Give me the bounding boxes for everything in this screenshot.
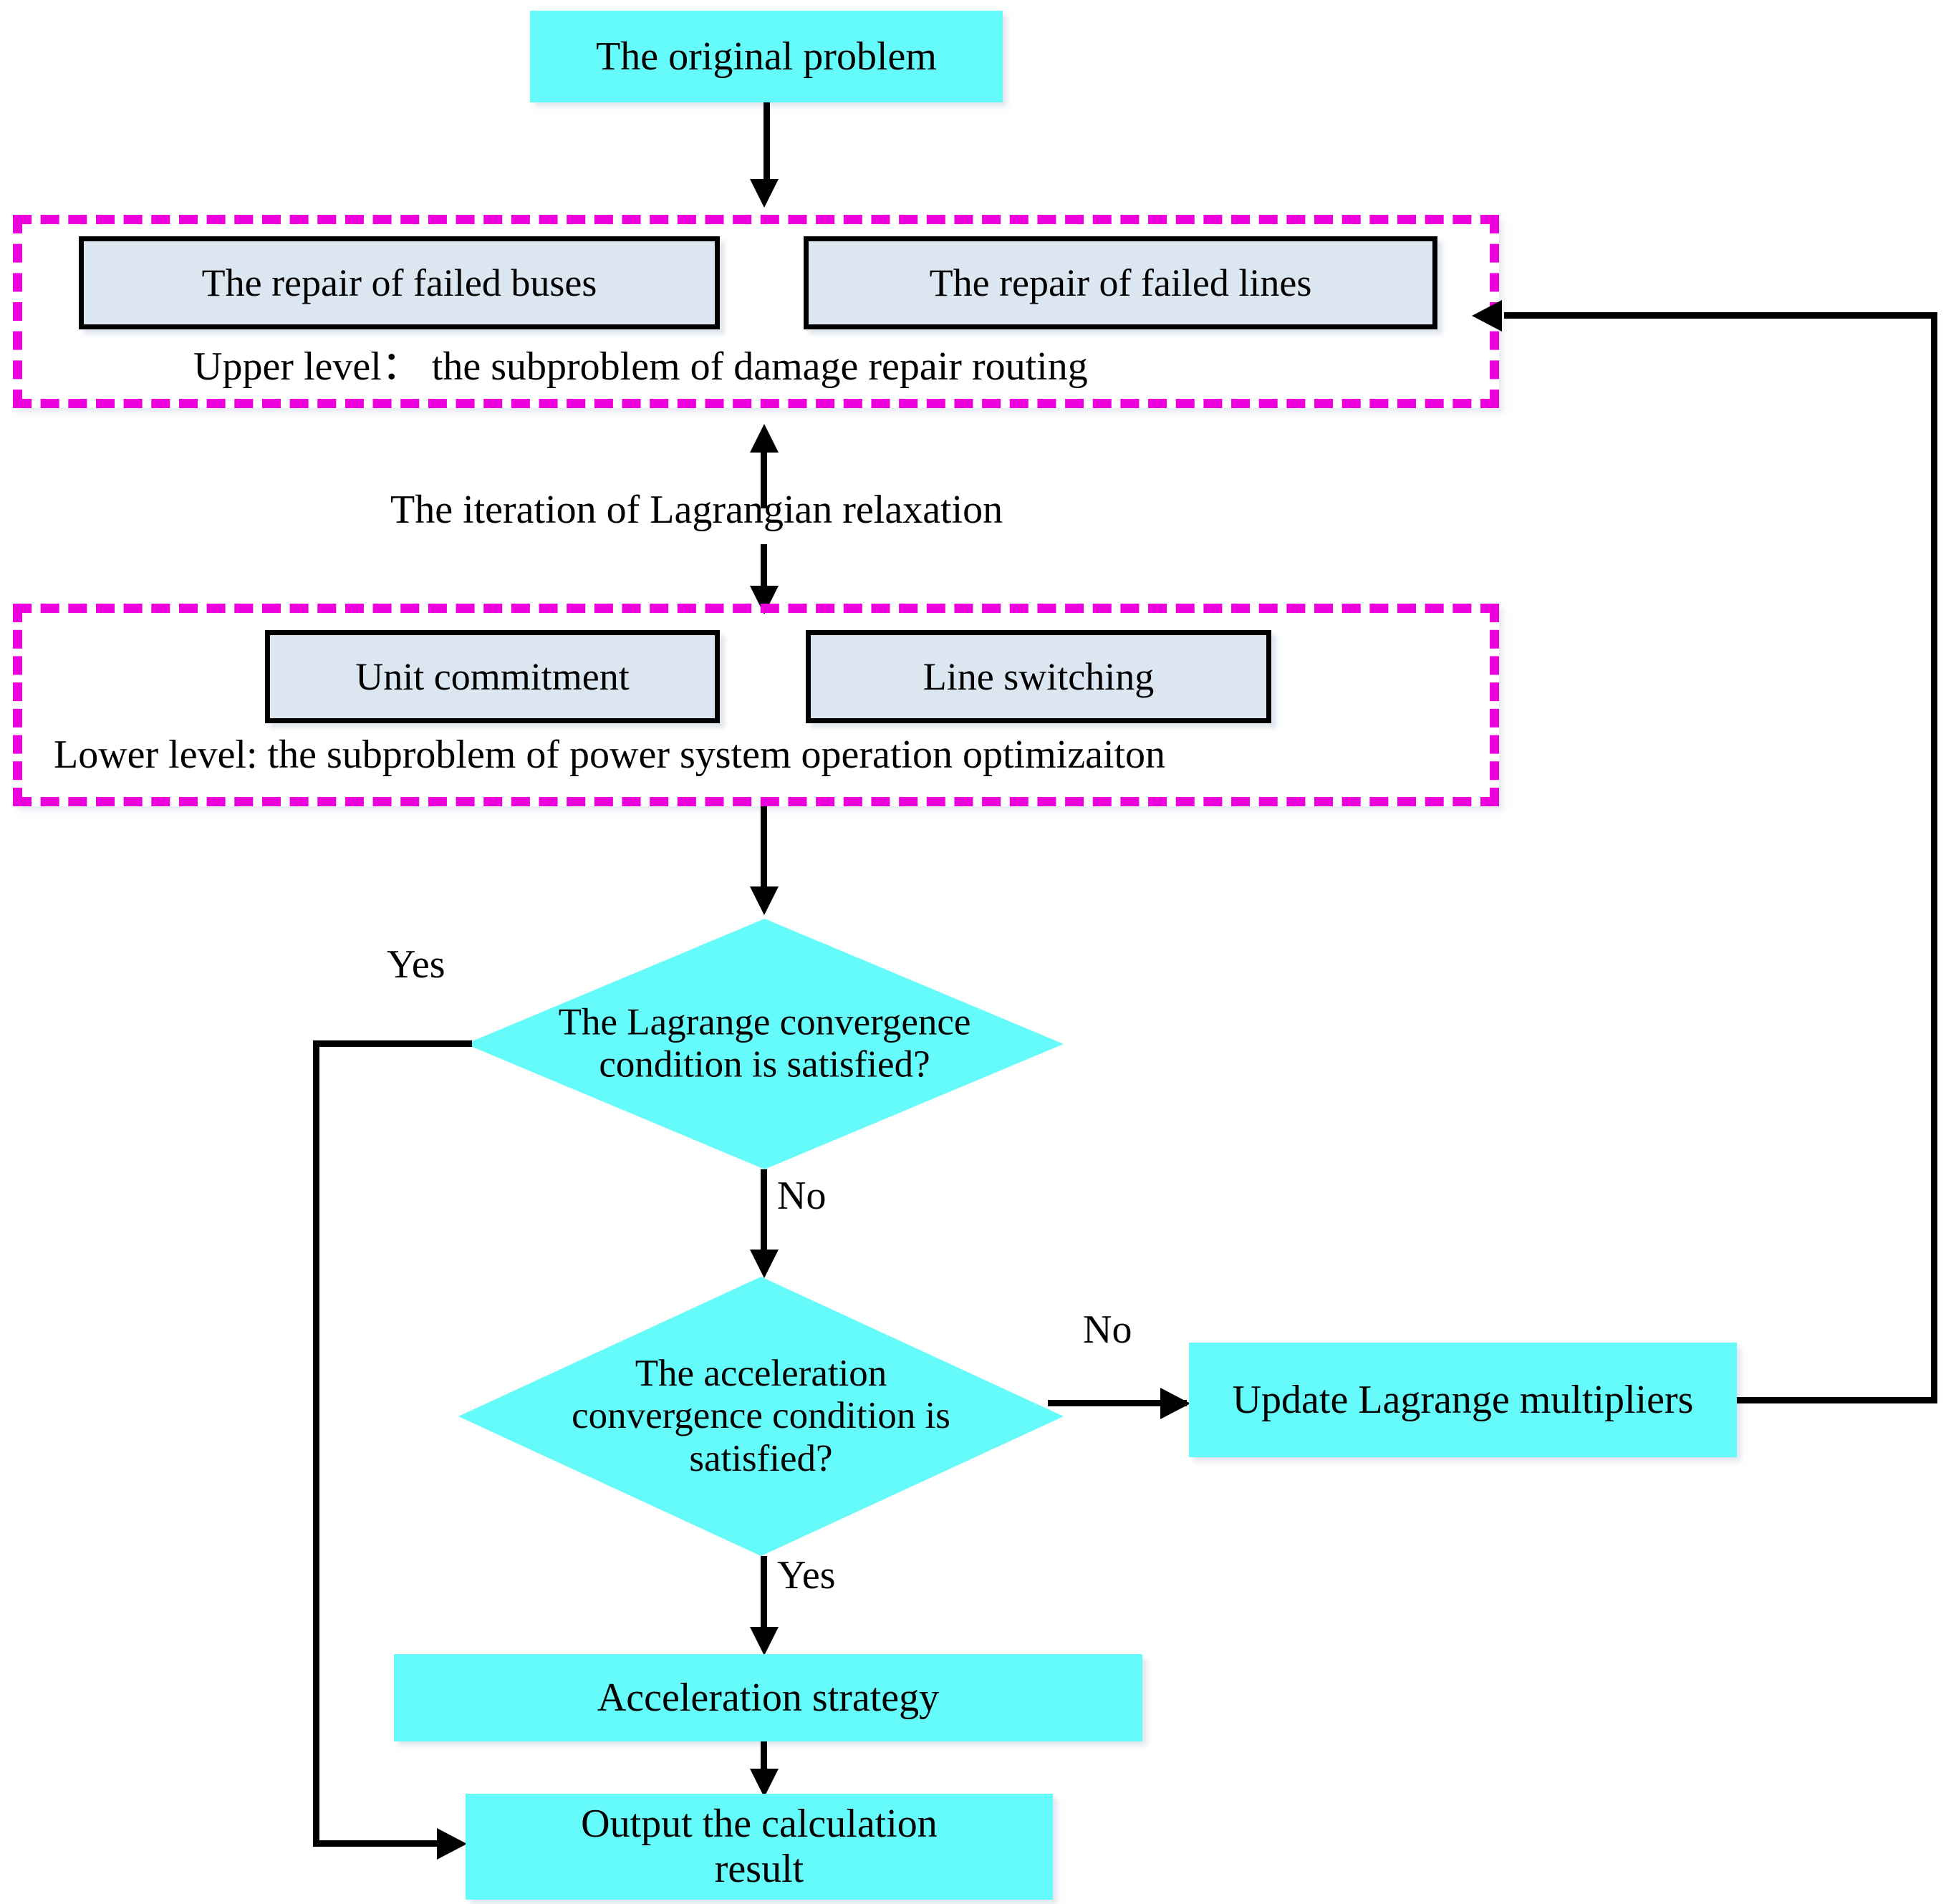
node-repair-failed-lines-label: The repair of failed lines: [929, 261, 1312, 304]
edge-label-accel-yes: Yes: [777, 1553, 836, 1598]
node-acceleration-strategy[interactable]: Acceleration strategy: [394, 1654, 1142, 1741]
label-iteration-lagrangian: The iteration of Lagrangian relaxation: [390, 488, 1003, 532]
node-line-switching[interactable]: Line switching: [806, 630, 1271, 723]
edge-iteration-up-arrowhead: [750, 424, 779, 453]
edge-accel-yes-line: [761, 1556, 767, 1635]
node-output-calculation-result-label: Output the calculation result: [581, 1802, 938, 1891]
edge-feedback-vertical: [1931, 312, 1937, 1397]
node-acceleration-strategy-label: Acceleration strategy: [597, 1675, 940, 1720]
edge-accel-yes-arrowhead: [750, 1627, 779, 1656]
node-decision-acceleration-label: The acceleration convergence condition i…: [572, 1352, 950, 1479]
node-repair-failed-buses-label: The repair of failed buses: [201, 261, 597, 304]
edge-original-to-upper: [763, 102, 770, 185]
node-repair-failed-buses[interactable]: The repair of failed buses: [79, 236, 720, 329]
edge-lower-to-decision1-arrowhead: [750, 886, 779, 915]
edge-lagrange-yes-vertical: [313, 1040, 319, 1844]
edge-feedback-to-upper: [1504, 312, 1937, 319]
node-unit-commitment-label: Unit commitment: [355, 654, 630, 698]
node-update-lagrange-multipliers-label: Update Lagrange multipliers: [1232, 1377, 1694, 1422]
node-line-switching-label: Line switching: [922, 654, 1155, 698]
edge-accel-to-output-arrowhead: [750, 1769, 779, 1797]
edge-accel-to-output-line: [761, 1741, 767, 1784]
edge-label-lagrange-no: No: [777, 1174, 827, 1218]
node-update-lagrange-multipliers[interactable]: Update Lagrange multipliers: [1189, 1343, 1737, 1457]
caption-lower-level: Lower level: the subproblem of power sys…: [54, 733, 1166, 777]
edge-lagrange-no-arrowhead: [750, 1250, 779, 1278]
edge-lagrange-yes-horizontal: [313, 1040, 472, 1047]
edge-lagrange-yes-arrowhead: [437, 1828, 467, 1860]
edge-feedback-from-update: [1737, 1397, 1937, 1403]
edge-iteration-up-line: [761, 450, 767, 508]
edge-accel-no-horizontal: [1048, 1400, 1187, 1406]
caption-upper-level: Upper level： the subproblem of damage re…: [193, 344, 1088, 389]
group-upper-level: [13, 215, 1499, 408]
group-lower-level: [13, 604, 1499, 806]
node-repair-failed-lines[interactable]: The repair of failed lines: [804, 236, 1437, 329]
node-original-problem-label: The original problem: [596, 34, 937, 79]
node-decision-lagrange-label: The Lagrange convergence condition is sa…: [558, 1001, 971, 1086]
node-original-problem[interactable]: The original problem: [530, 11, 1003, 102]
node-unit-commitment[interactable]: Unit commitment: [265, 630, 720, 723]
node-decision-acceleration-convergence[interactable]: The acceleration convergence condition i…: [458, 1277, 1064, 1556]
node-output-calculation-result[interactable]: Output the calculation result: [466, 1794, 1053, 1900]
edge-accel-no-arrowhead: [1160, 1388, 1190, 1419]
edge-iteration-down-line: [761, 544, 767, 594]
edge-feedback-arrowhead: [1472, 300, 1502, 332]
node-decision-lagrange-convergence[interactable]: The Lagrange convergence condition is sa…: [466, 919, 1064, 1169]
edge-lagrange-yes-to-output: [313, 1840, 460, 1847]
edge-label-lagrange-yes: Yes: [387, 942, 445, 987]
edge-lower-to-decision1: [761, 806, 767, 892]
edge-label-accel-no: No: [1083, 1308, 1132, 1352]
edge-original-to-upper-arrowhead: [750, 179, 779, 208]
edge-lagrange-no-line: [761, 1169, 767, 1255]
